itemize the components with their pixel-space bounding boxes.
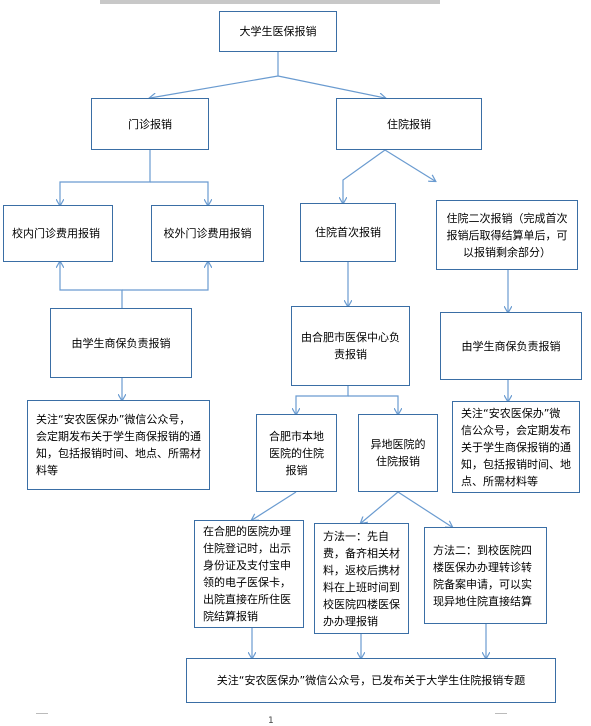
- node-hefei-center: 由合肥市医保中心负责报销: [291, 306, 410, 386]
- node-bottom-notice: 关注“安农医保办”微信公众号，已发布关于大学生住院报销专题: [186, 658, 556, 703]
- node-hefei-procedure: 在合肥的医院办理住院登记时，出示身份证及支付宝申领的电子医保卡，出院直接在所住医…: [194, 520, 304, 628]
- top-scrollbar: [100, 0, 440, 4]
- node-remote-hospital: 异地医院的住院报销: [358, 414, 438, 492]
- node-student-insurance-right: 由学生商保负责报销: [440, 312, 582, 380]
- node-in-school-outpatient: 校内门诊费用报销: [3, 205, 113, 262]
- node-bottom-notice-label: 关注“安农医保办”微信公众号，已发布关于大学生住院报销专题: [216, 674, 526, 687]
- node-method-one-label: 方法一：先自费，备齐相关材料，返校后携材料在上班时间到校医院四楼医保办办理报销: [323, 529, 400, 628]
- page-corner-mark-left: [36, 713, 48, 726]
- node-notice-right-label: 关注“安农医保办”微信公众号，会定期发布关于学生商保报销的通知，包括报销时间、地…: [461, 406, 571, 488]
- node-first-inpatient: 住院首次报销: [300, 203, 396, 262]
- node-inpatient-label: 住院报销: [387, 117, 431, 131]
- node-method-two: 方法二：到校医院四楼医保办办理转诊转院备案申请，可以实现异地住院直接结算: [424, 527, 547, 624]
- node-method-one: 方法一：先自费，备齐相关材料，返校后携材料在上班时间到校医院四楼医保办办理报销: [314, 523, 409, 634]
- node-first-inpatient-label: 住院首次报销: [315, 226, 381, 239]
- page-corner-mark-right: [495, 713, 507, 726]
- page-number: 1: [268, 716, 274, 726]
- node-in-school-outpatient-label: 校内门诊费用报销: [12, 227, 100, 240]
- node-second-inpatient-label: 住院二次报销（完成首次报销后取得结算单后，可以报销剩余部分）: [446, 211, 568, 259]
- node-root-label: 大学生医保报销: [239, 25, 317, 38]
- node-method-two-label: 方法二：到校医院四楼医保办办理转诊转院备案申请，可以实现异地住院直接结算: [433, 543, 532, 608]
- node-out-school-outpatient-label: 校外门诊费用报销: [163, 227, 252, 240]
- node-hefei-local: 合肥市本地医院的住院报销: [256, 414, 337, 492]
- node-hefei-procedure-label: 在合肥的医院办理住院登记时，出示身份证及支付宝申领的电子医保卡，出院直接在所住医…: [203, 525, 291, 623]
- node-root: 大学生医保报销: [219, 11, 337, 52]
- node-out-school-outpatient: 校外门诊费用报销: [151, 205, 264, 262]
- node-student-insurance-left: 由学生商保负责报销: [50, 308, 192, 378]
- node-hefei-local-label: 合肥市本地医院的住院报销: [269, 429, 324, 477]
- node-notice-left: 关注“安农医保办”微信公众号，会定期发布关于学生商保报销的通知，包括报销时间、地…: [27, 400, 210, 490]
- node-outpatient-label: 门诊报销: [128, 117, 172, 131]
- node-notice-left-label: 关注“安农医保办”微信公众号，会定期发布关于学生商保报销的通知，包括报销时间、地…: [36, 413, 201, 477]
- node-student-insurance-right-label: 由学生商保负责报销: [461, 339, 561, 353]
- node-inpatient: 住院报销: [336, 98, 482, 150]
- node-outpatient: 门诊报销: [91, 98, 209, 150]
- node-remote-hospital-label: 异地医院的住院报销: [370, 438, 426, 468]
- node-student-insurance-left-label: 由学生商保负责报销: [71, 336, 171, 350]
- node-notice-right: 关注“安农医保办”微信公众号，会定期发布关于学生商保报销的通知，包括报销时间、地…: [452, 401, 580, 493]
- node-second-inpatient: 住院二次报销（完成首次报销后取得结算单后，可以报销剩余部分）: [436, 200, 578, 270]
- node-hefei-center-label: 由合肥市医保中心负责报销: [301, 331, 400, 361]
